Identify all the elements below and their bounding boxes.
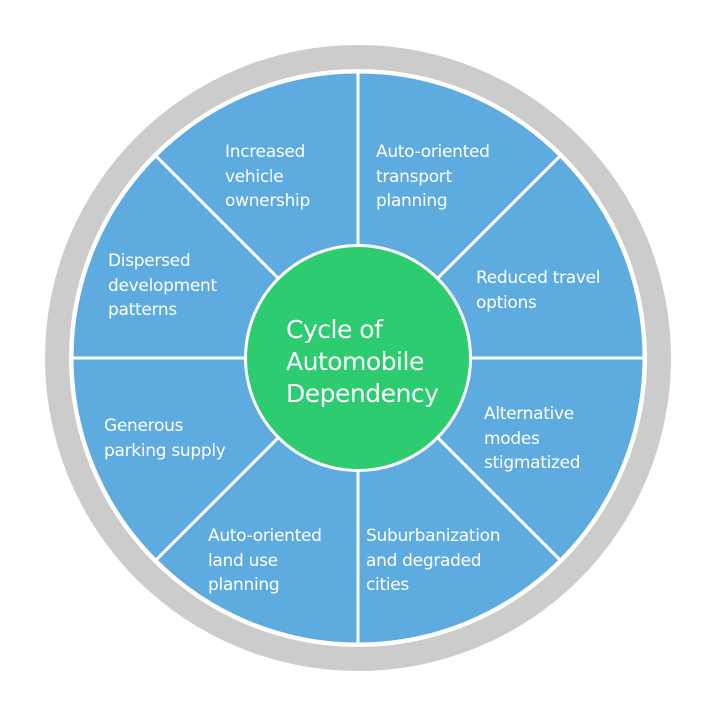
segment-label-reduced-travel-options: Reduced travel options	[476, 268, 601, 313]
segment-label-alternative-modes-stigmatized: Alternative modes stigmatized	[484, 404, 581, 473]
segment-label-generous-parking-supply: Generous parking supply	[104, 416, 226, 461]
segment-label-suburbanization: Suburbanization and degraded cities	[366, 526, 501, 595]
segment-label-dispersed-development-patterns: Dispersed development patterns	[108, 251, 217, 320]
segment-label-auto-oriented-transport-planning: Auto-oriented transport planning	[376, 142, 490, 211]
center-title: Cycle of Automobile Dependency	[286, 315, 439, 408]
center-circle-fill	[247, 247, 469, 469]
segment-label-auto-oriented-land-use-planning: Auto-oriented land use planning	[208, 526, 322, 595]
segment-label-increased-vehicle-ownership: Increased vehicle ownership	[225, 142, 310, 211]
